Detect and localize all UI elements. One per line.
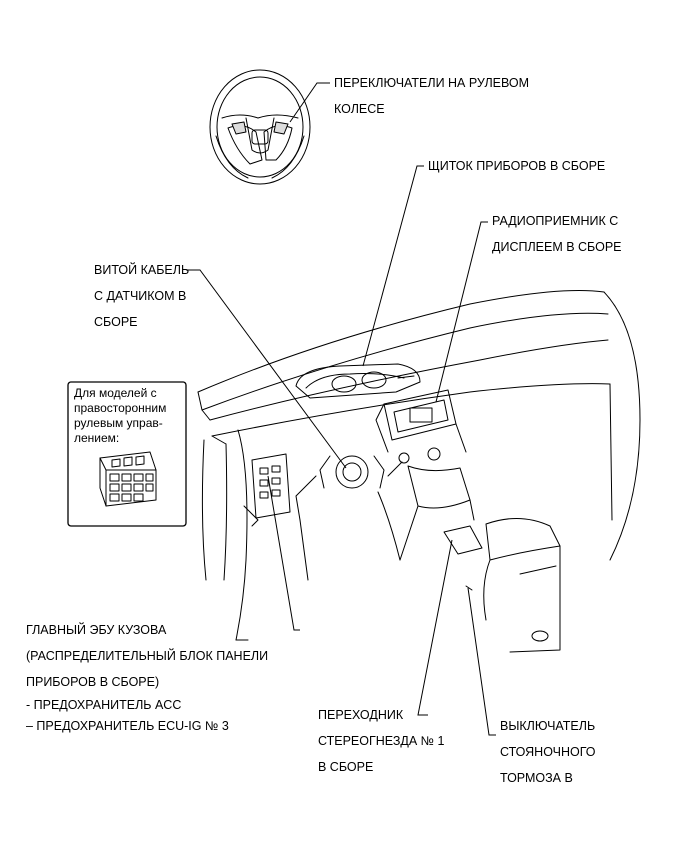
label-line: С ДАТЧИКОМ В bbox=[94, 289, 187, 303]
label-line: ПРИБОРОВ В СБОРЕ) bbox=[26, 675, 160, 689]
steering-switches-label: ПЕРЕКЛЮЧАТЕЛИ НА РУЛЕВОМ КОЛЕСЕ bbox=[334, 70, 529, 122]
label-line: В СБОРЕ bbox=[318, 760, 374, 774]
label-line: – ПРЕДОХРАНИТЕЛЬ ECU-IG № 3 bbox=[26, 719, 229, 733]
rhd-inset-frame bbox=[67, 381, 187, 527]
label-line: ГЛАВНЫЙ ЭБУ КУЗОВА bbox=[26, 623, 167, 637]
note-line: лением: bbox=[74, 431, 120, 445]
radio-display-label: РАДИОПРИЕМНИК С ДИСПЛЕЕМ В СБОРЕ bbox=[492, 208, 622, 260]
label-line: ДИСПЛЕЕМ В СБОРЕ bbox=[492, 240, 622, 254]
label-line: (РАСПРЕДЕЛИТЕЛЬНЫЙ БЛОК ПАНЕЛИ bbox=[26, 649, 269, 663]
label-line: СТЕРЕОГНЕЗДА № 1 bbox=[318, 734, 445, 748]
label-line: ВЫКЛЮЧАТЕЛЬ bbox=[500, 719, 596, 733]
steering-wheel-inset bbox=[209, 69, 311, 185]
label-line: - ПРЕДОХРАНИТЕЛЬ ACC bbox=[26, 698, 182, 712]
leader-lines bbox=[186, 82, 496, 736]
body-ecu-label: ГЛАВНЫЙ ЭБУ КУЗОВА (РАСПРЕДЕЛИТЕЛЬНЫЙ БЛ… bbox=[26, 617, 268, 737]
stereo-jack-label: ПЕРЕХОДНИК СТЕРЕОГНЕЗДА № 1 В СБОРЕ bbox=[318, 702, 445, 780]
label-line: РАДИОПРИЕМНИК С bbox=[492, 214, 619, 228]
label-line: ВИТОЙ КАБЕЛЬ bbox=[94, 263, 190, 277]
parking-brake-label: ВЫКЛЮЧАТЕЛЬ СТОЯНОЧНОГО ТОРМОЗА В bbox=[500, 713, 596, 791]
spiral-cable-label: ВИТОЙ КАБЕЛЬ С ДАТЧИКОМ В СБОРЕ bbox=[94, 257, 189, 335]
label-line: СБОРЕ bbox=[94, 315, 138, 329]
label-line: ТОРМОЗА В bbox=[500, 771, 573, 785]
label-line: КОЛЕСЕ bbox=[334, 102, 385, 116]
rhd-fuse-block-drawing bbox=[99, 451, 157, 507]
label-line: ЩИТОК ПРИБОРОВ В СБОРЕ bbox=[428, 159, 606, 173]
combination-meter-label: ЩИТОК ПРИБОРОВ В СБОРЕ bbox=[428, 153, 605, 179]
dashboard-drawing bbox=[197, 290, 641, 653]
rhd-note: Для моделей с правосторонним рулевым упр… bbox=[74, 386, 166, 446]
note-line: Для моделей с bbox=[74, 386, 157, 400]
note-line: правосторонним bbox=[74, 401, 167, 415]
label-line: СТОЯНОЧНОГО bbox=[500, 745, 596, 759]
label-line: ПЕРЕХОДНИК bbox=[318, 708, 404, 722]
note-line: рулевым управ- bbox=[74, 416, 163, 430]
label-line: ПЕРЕКЛЮЧАТЕЛИ НА РУЛЕВОМ bbox=[334, 76, 530, 90]
